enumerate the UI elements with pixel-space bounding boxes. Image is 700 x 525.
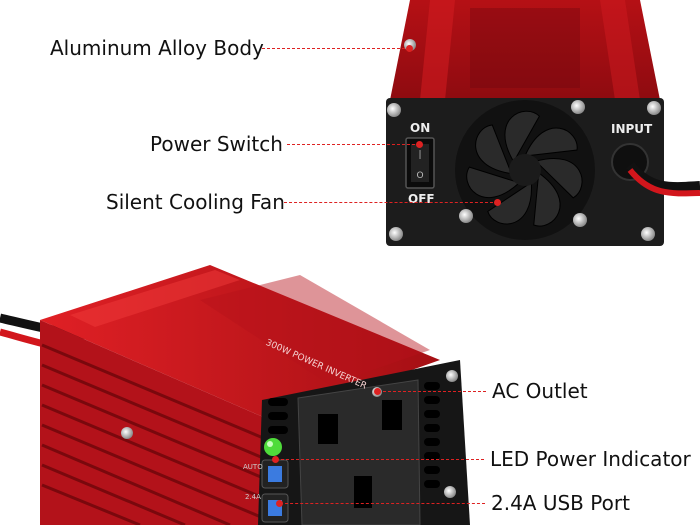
callout-usb-port: 2.4A USB Port [491, 491, 630, 515]
svg-text:O: O [416, 171, 423, 181]
leader-line [378, 391, 486, 392]
screw-icon [387, 103, 401, 117]
screw-icon [121, 427, 133, 439]
callout-aluminum-body: Aluminum Alloy Body [50, 36, 264, 60]
switch-on-label: ON [410, 121, 431, 135]
led-indicator [264, 438, 282, 456]
cooling-fan [455, 100, 595, 240]
screw-icon [647, 101, 661, 115]
leader-dot [276, 500, 283, 507]
leader-line [287, 144, 420, 145]
screw-icon [459, 209, 473, 223]
screw-icon [641, 227, 655, 241]
leader-dot [416, 141, 423, 148]
screw-icon [444, 486, 456, 498]
usb-auto-label: AUTO [243, 463, 263, 471]
leader-line [262, 48, 410, 49]
leader-dot [374, 388, 381, 395]
leader-line [276, 459, 484, 460]
leader-line [280, 503, 485, 504]
callout-led-indicator: LED Power Indicator [490, 447, 691, 471]
screw-icon [573, 213, 587, 227]
callout-cooling-fan: Silent Cooling Fan [106, 190, 285, 214]
screw-icon [571, 100, 585, 114]
usb-rating-label: 2.4A [245, 493, 261, 501]
screw-icon [446, 370, 458, 382]
callout-ac-outlet: AC Outlet [492, 379, 588, 403]
leader-line [284, 202, 498, 203]
leader-dot [406, 45, 413, 52]
leader-dot [272, 456, 279, 463]
screw-icon [389, 227, 403, 241]
svg-text:|: | [418, 150, 421, 160]
leader-dot [494, 199, 501, 206]
switch-off-label: OFF [408, 192, 435, 206]
callout-power-switch: Power Switch [150, 132, 283, 156]
input-label: INPUT [611, 122, 653, 136]
